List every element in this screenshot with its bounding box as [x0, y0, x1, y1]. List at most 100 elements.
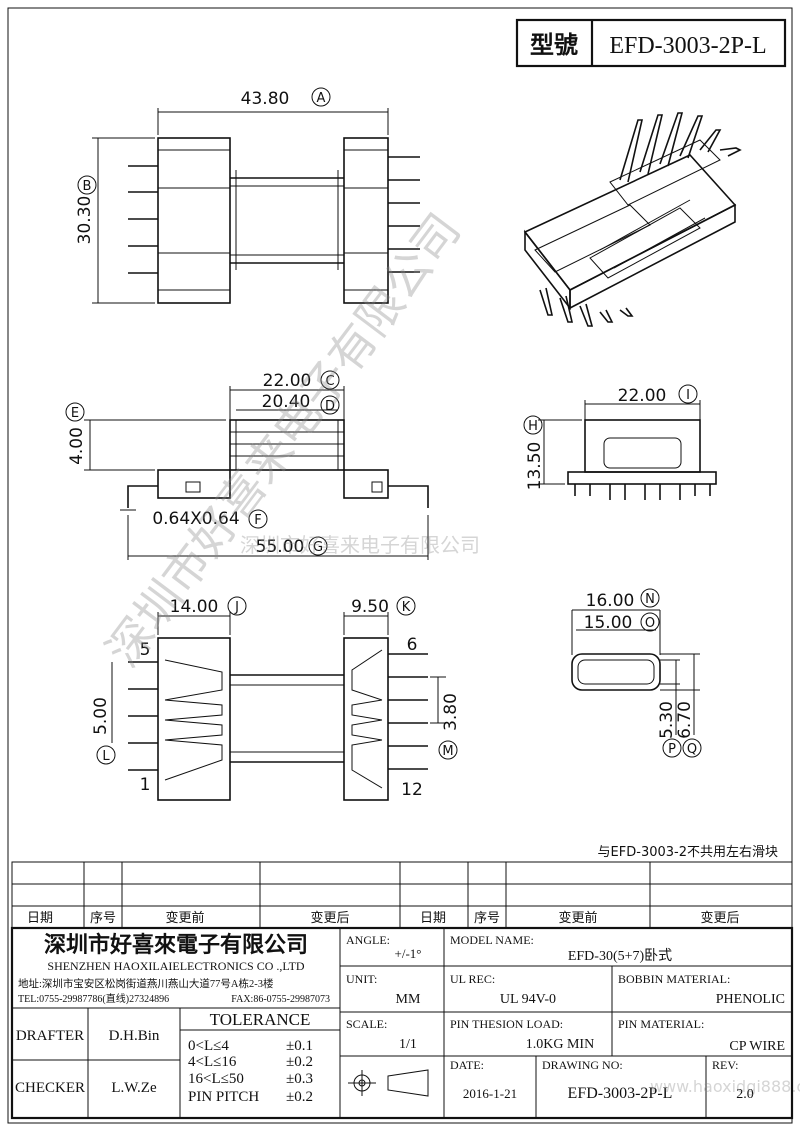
model-header-value: EFD-3003-2P-L [609, 33, 766, 59]
dim-o-tag: O [645, 616, 655, 631]
scale-value: 1/1 [399, 1037, 417, 1052]
model-name-label: MODEL NAME: [450, 933, 534, 947]
dim-b-value: 30.30 [75, 196, 95, 245]
ul-rec-value: UL 94V-0 [500, 992, 556, 1007]
dim-c-tag: C [325, 374, 334, 389]
dim-a-tag: A [317, 91, 326, 106]
dim-c-value: 22.00 [263, 371, 312, 391]
tolerance-row4-value: ±0.2 [286, 1089, 313, 1105]
tolerance-row1-range: 0<L≤4 [188, 1038, 229, 1054]
side-view: 22.00 C 20.40 D 4.00 E 0.64X0.64 F 55.00 [65, 370, 429, 560]
projection-symbol [348, 1069, 429, 1097]
dim-i-tag: I [686, 388, 690, 403]
dim-p-tag: P [668, 742, 676, 757]
pin-6-label: 6 [407, 635, 418, 655]
title-block: 深圳市好喜來電子有限公司 SHENZHEN HAOXILAIELECTRONIC… [10, 926, 800, 1120]
dim-q-value: 6.70 [675, 701, 695, 739]
dim-n-value: 16.00 [586, 591, 635, 611]
dim-j-tag: J [234, 600, 239, 615]
company-address: 地址:深圳市宝安区松岗街道燕川燕山大道77号A栋2-3楼 [18, 977, 274, 990]
company-fax: FAX:86-0755-29987073 [231, 994, 330, 1005]
tolerance-title: TOLERANCE [210, 1010, 311, 1029]
dim-n-tag: N [645, 592, 655, 607]
dim-p-value: 5.30 [657, 701, 677, 739]
dim-k-tag: K [402, 600, 411, 615]
rev-header-after-1: 变更后 [310, 910, 349, 926]
tolerance-row2-value: ±0.2 [286, 1054, 313, 1070]
tolerance-row2-range: 4<L≤16 [188, 1054, 237, 1070]
date-value: 2016-1-21 [463, 1086, 517, 1101]
rev-header-before-2: 变更前 [558, 910, 597, 926]
dim-b-tag: B [83, 179, 92, 194]
rev-header-before-1: 变更前 [165, 910, 204, 926]
rev-header-date-2: 日期 [420, 911, 446, 926]
watermark-horizontal: 深圳市好喜来电子有限公司 [240, 533, 480, 557]
bobbin-material-value: PHENOLIC [716, 992, 785, 1007]
scale-label: SCALE: [346, 1017, 387, 1031]
rev-header-date-1: 日期 [27, 911, 53, 926]
dim-o-value: 15.00 [584, 613, 633, 633]
dim-g-value: 55.00 [256, 537, 305, 557]
drawing-border [7, 7, 793, 1124]
angle-label: ANGLE: [346, 933, 390, 947]
dim-a-value: 43.80 [241, 89, 290, 109]
pin-12-label: 12 [401, 780, 423, 800]
dim-j-value: 14.00 [170, 597, 219, 617]
rev-header-no-1: 序号 [90, 911, 116, 926]
dim-h-tag: H [528, 419, 538, 434]
company-name-cn: 深圳市好喜來電子有限公司 [44, 932, 308, 957]
pin-load-label: PIN THESION LOAD: [450, 1017, 563, 1031]
tolerance-row3-value: ±0.3 [286, 1071, 313, 1087]
dim-l-value: 5.00 [91, 697, 111, 735]
pin-section-view: 16.00 N 15.00 O 5.30 6.70 P Q [571, 588, 702, 758]
rev-header-no-2: 序号 [474, 911, 500, 926]
tolerance-row1-value: ±0.1 [286, 1038, 313, 1054]
drafter-value: D.H.Bin [109, 1028, 160, 1044]
revision-table: 日期 序号 变更前 变更后 日期 序号 变更前 变更后 [11, 861, 793, 929]
dim-l-tag: L [102, 749, 110, 764]
dim-h-value: 13.50 [525, 442, 545, 491]
watermark-url: www.haoxidgi888.com [650, 1077, 800, 1096]
dim-g-tag: G [313, 540, 323, 555]
dim-q-tag: Q [687, 742, 697, 757]
isometric-view [523, 112, 742, 327]
drawing-no-value: EFD-3003-2P-L [568, 1085, 673, 1102]
drafter-label: DRAFTER [16, 1028, 84, 1044]
pin-material-label: PIN MATERIAL: [618, 1017, 704, 1031]
model-name-value: EFD-30(5+7)卧式 [568, 948, 672, 964]
dim-d-tag: D [325, 399, 335, 414]
top-view: 43.80 A 30.30 B [75, 87, 420, 304]
dim-d-value: 20.40 [262, 392, 311, 412]
model-header-box: 型號 EFD-3003-2P-L [515, 18, 787, 68]
rev-header-after-2: 变更后 [700, 910, 739, 926]
pin-load-value: 1.0KG MIN [526, 1037, 594, 1052]
note-text: 与EFD-3003-2不共用左右滑块 [598, 845, 778, 860]
pin-1-label: 1 [140, 775, 151, 795]
pin-5-label: 5 [140, 640, 151, 660]
dim-i-value: 22.00 [618, 386, 667, 406]
dim-f-value: 0.64X0.64 [152, 509, 239, 529]
bobbin-material-label: BOBBIN MATERIAL: [618, 972, 730, 986]
rev-value: 2.0 [736, 1087, 754, 1102]
angle-value: +/-1° [395, 946, 422, 961]
rev-label: REV: [712, 1058, 738, 1072]
unit-value: MM [396, 992, 421, 1007]
end-view: 22.00 I 13.50 H [523, 384, 717, 500]
company-name-en: SHENZHEN HAOXILAIELECTRONICS CO .,LTD [47, 959, 305, 973]
dim-m-tag: M [442, 744, 453, 759]
model-header-label: 型號 [530, 32, 578, 59]
date-label: DATE: [450, 1058, 484, 1072]
company-tel: TEL:0755-29987786(直线)27324896 [18, 992, 169, 1005]
tolerance-row3-range: 16<L≤50 [188, 1071, 244, 1087]
dim-m-value: 3.80 [441, 693, 461, 731]
drawing-no-label: DRAWING NO: [542, 1058, 623, 1072]
dim-e-value: 4.00 [67, 427, 87, 465]
dim-e-tag: E [71, 406, 79, 421]
checker-label: CHECKER [15, 1080, 85, 1096]
tolerance-row4-range: PIN PITCH [188, 1089, 259, 1105]
unit-label: UNIT: [346, 972, 377, 986]
checker-value: L.W.Ze [111, 1080, 157, 1096]
pin-material-value: CP WIRE [729, 1039, 785, 1054]
dim-k-value: 9.50 [351, 597, 389, 617]
